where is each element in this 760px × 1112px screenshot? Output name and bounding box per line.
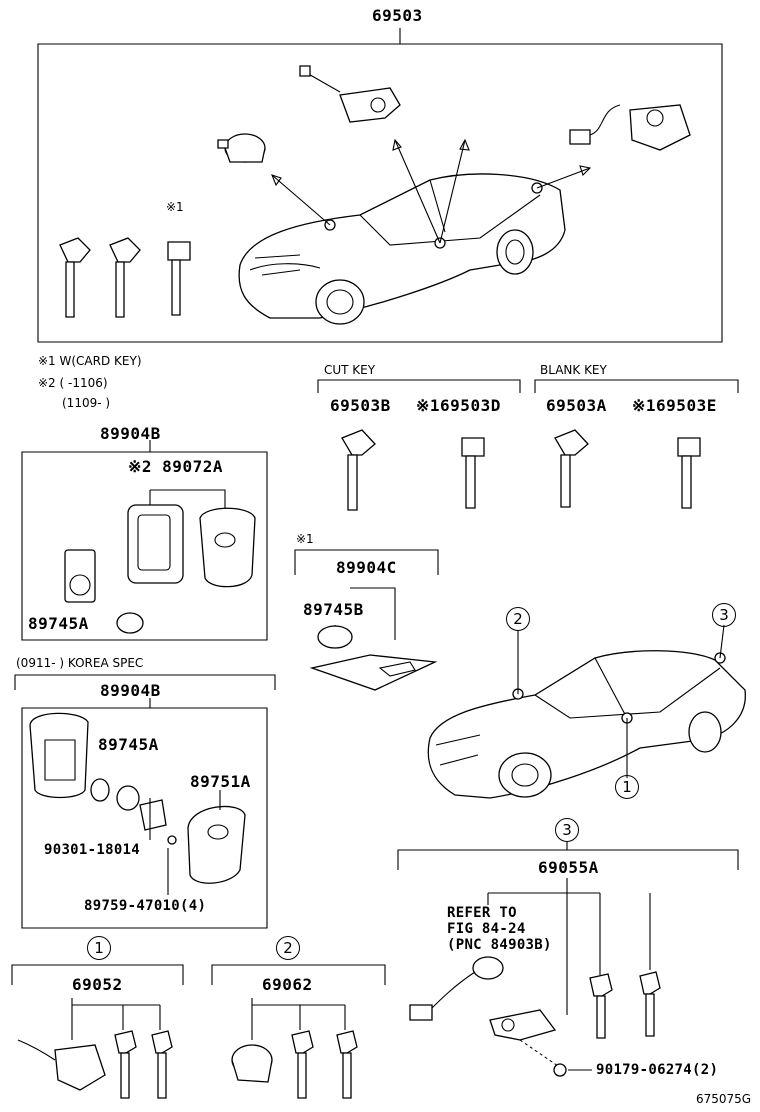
korea-spec-heading: (0911- ) KOREA SPEC [16,656,144,670]
korea-battery-part[interactable]: 89745A [98,735,159,754]
figure-id: 675075G [696,1092,752,1106]
set3-part-no[interactable]: 69055A [538,858,599,877]
note-line-2: ※2 ( -1106) [38,376,108,390]
set2-part-no[interactable]: 69062 [262,975,313,994]
car-illustration-bottom [428,625,745,798]
set3-refer-line-2[interactable]: FIG 84-24 [447,921,526,937]
set1-parts-drawing [18,1031,172,1098]
set3-refer-line-3[interactable]: (PNC 84903B) [447,937,552,953]
transmitter-case-part[interactable]: ※2 89072A [128,457,223,476]
car-callout-2[interactable]: 2 [506,607,530,631]
korea-screw-part[interactable]: 89759-47010(4) [84,898,207,914]
card-key-battery-part[interactable]: 89745B [303,600,364,619]
set2-parts-drawing [232,1031,357,1098]
blank-key-part-right[interactable]: ※169503E [632,396,717,415]
korea-transmitter-drawing [30,713,245,895]
set3-screw-part[interactable]: 90179-06274(2) [596,1062,719,1078]
blank-key-part-left[interactable]: 69503A [546,396,607,415]
blank-key-heading: BLANK KEY [540,363,607,377]
transmitter-case-drawing [65,505,255,633]
car-callout-3[interactable]: 3 [712,603,736,627]
card-key-marker: ※1 [296,532,314,546]
top-card-key-marker: ※1 [166,200,184,214]
door-lock-cylinder-drawing [218,134,265,162]
steering-lock-drawing [570,105,690,150]
set3-parts-drawing [410,957,660,1076]
set1-circle: 1 [87,936,111,960]
card-key-drawing [312,626,435,690]
ignition-switch-drawing [300,66,400,122]
korea-transmitter-part-no[interactable]: 89904B [100,681,161,700]
set2-circle: 2 [276,936,300,960]
transmitter-part-no[interactable]: 89904B [100,424,161,443]
top-assembly-part-no[interactable]: 69503 [372,6,423,25]
cut-key-drawings [342,430,700,510]
set1-part-no[interactable]: 69052 [72,975,123,994]
note-line-3: (1109- ) [62,396,111,410]
set3-circle: 3 [555,818,579,842]
korea-oring-part[interactable]: 90301-18014 [44,842,141,858]
set3-refer-line-1[interactable]: REFER TO [447,905,517,921]
cut-key-part-right[interactable]: ※169503D [416,396,501,415]
transmitter-battery-part[interactable]: 89745A [28,614,89,633]
cut-key-heading: CUT KEY [324,363,376,377]
korea-cover-part[interactable]: 89751A [190,772,251,791]
cut-key-part-left[interactable]: 69503B [330,396,391,415]
car-callout-1[interactable]: 1 [615,775,639,799]
car-illustration-top [239,140,590,324]
key-drawings-top [60,238,190,317]
card-key-part-no[interactable]: 89904C [336,558,397,577]
note-line-1: ※1 W(CARD KEY) [38,354,142,368]
